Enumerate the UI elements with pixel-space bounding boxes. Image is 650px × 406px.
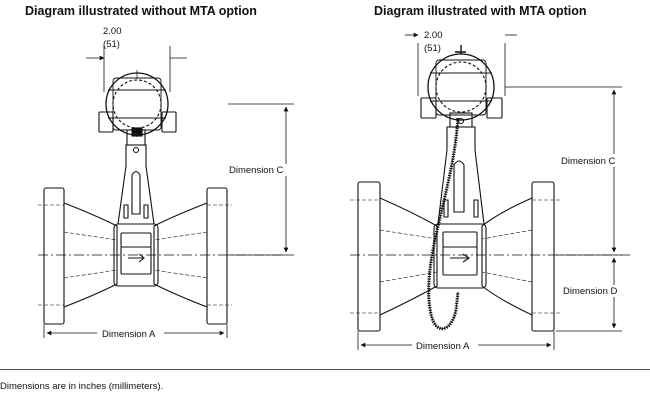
left-dimension-c-label: Dimension C	[229, 165, 284, 176]
left-diagram-title: Diagram illustrated without MTA option	[25, 4, 257, 18]
right-dimension-lines	[357, 32, 622, 350]
units-footnote: Dimensions are in inches (millimeters).	[0, 381, 164, 392]
right-width-mm: (51)	[424, 43, 441, 54]
left-dimension-lines	[43, 46, 294, 338]
right-dimension-c-label: Dimension C	[561, 156, 616, 167]
meter-without-mta	[38, 70, 282, 325]
right-dimension-d-label: Dimension D	[563, 286, 618, 297]
left-width-mm: (51)	[103, 39, 120, 50]
left-width-inches: 2.00	[103, 26, 122, 37]
right-dimension-a-label: Dimension A	[416, 341, 470, 352]
right-width-inches: 2.00	[424, 30, 443, 41]
right-diagram-title: Diagram illustrated with MTA option	[374, 4, 587, 18]
left-dimension-a-label: Dimension A	[102, 329, 156, 340]
divider-line	[0, 369, 650, 370]
meter-with-mta	[350, 45, 632, 332]
